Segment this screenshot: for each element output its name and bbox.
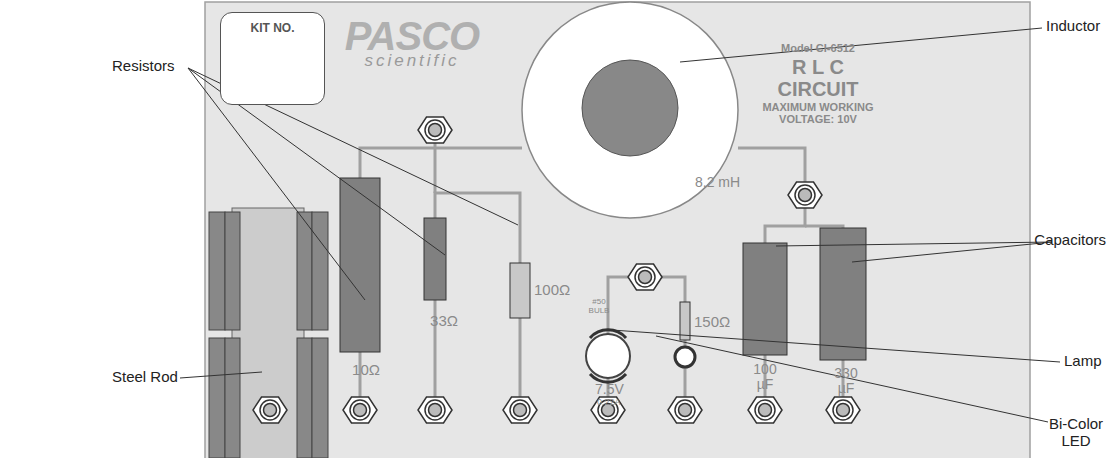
callout-label: Lamp xyxy=(1064,353,1102,370)
resistance-value: 33Ω xyxy=(430,313,458,330)
board-title: CIRCUIT xyxy=(777,78,858,100)
inductance-value: 8.2 mH xyxy=(695,175,740,190)
box-label: KIT NO. xyxy=(221,21,324,35)
lamp xyxy=(586,330,630,382)
terminals xyxy=(253,117,860,423)
board-title: R L C xyxy=(792,56,844,78)
kit-number-box: KIT NO. xyxy=(220,12,325,105)
rating-note: MAXIMUM WORKING VOLTAGE: 10V xyxy=(756,101,881,125)
model-number: Model CI-6512 xyxy=(781,42,855,54)
resistance-value: 10Ω xyxy=(352,362,380,379)
callout-label: Inductor xyxy=(1046,18,1100,35)
resistance-value: 100Ω xyxy=(534,282,570,299)
bi-color-led xyxy=(675,347,695,367)
capacitance-value: 330 µF xyxy=(831,366,861,397)
callout-label: Resistors xyxy=(112,58,175,75)
steel-rod xyxy=(209,208,328,458)
resistors xyxy=(340,178,690,352)
callout-label: Bi-Color LED xyxy=(1046,416,1106,449)
bulb-type: #50 BULB xyxy=(587,298,611,316)
circuit-board xyxy=(205,2,1030,458)
logo-subtitle: scientific xyxy=(364,52,459,71)
capacitance-value: 100 µF xyxy=(750,362,780,393)
callout-label: Steel Rod xyxy=(112,369,178,386)
resistance-value: 150Ω xyxy=(694,314,730,331)
bulb-rating: 0.22A xyxy=(597,398,621,408)
callout-label: Capacitors xyxy=(1034,232,1106,249)
bulb-rating: 7.5V xyxy=(595,382,624,397)
